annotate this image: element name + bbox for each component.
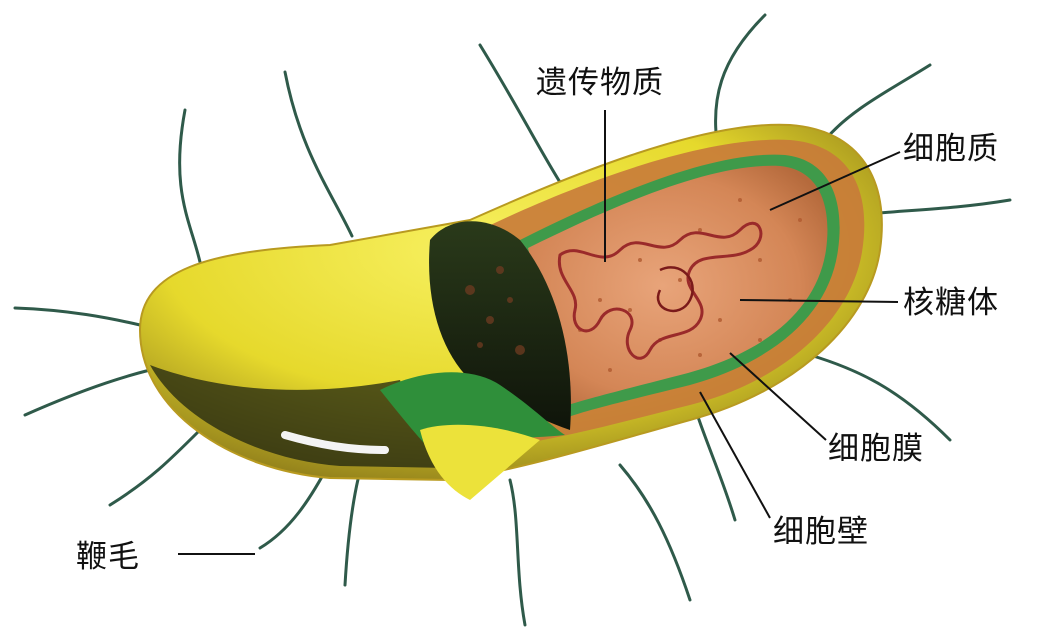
flagellum-8 xyxy=(510,480,525,625)
label-ribosome: 核糖体 xyxy=(903,288,999,319)
label-cell-membrane: 细胞膜 xyxy=(828,434,924,465)
flagellum-1 xyxy=(180,110,200,262)
flagellum-5 xyxy=(110,430,200,505)
label-cell-wall: 细胞壁 xyxy=(773,517,869,548)
label-cytoplasm: 细胞质 xyxy=(903,134,999,165)
label-flagellum: 鞭毛 xyxy=(76,542,140,573)
flagellum-14 xyxy=(810,355,950,440)
flagellum-2 xyxy=(285,72,352,236)
flagellum-12 xyxy=(825,65,930,140)
label-genetic-material: 遗传物质 xyxy=(536,68,664,99)
flagellum-9 xyxy=(620,465,690,600)
flagellum-3 xyxy=(15,308,140,325)
flagellum-4 xyxy=(25,370,150,415)
